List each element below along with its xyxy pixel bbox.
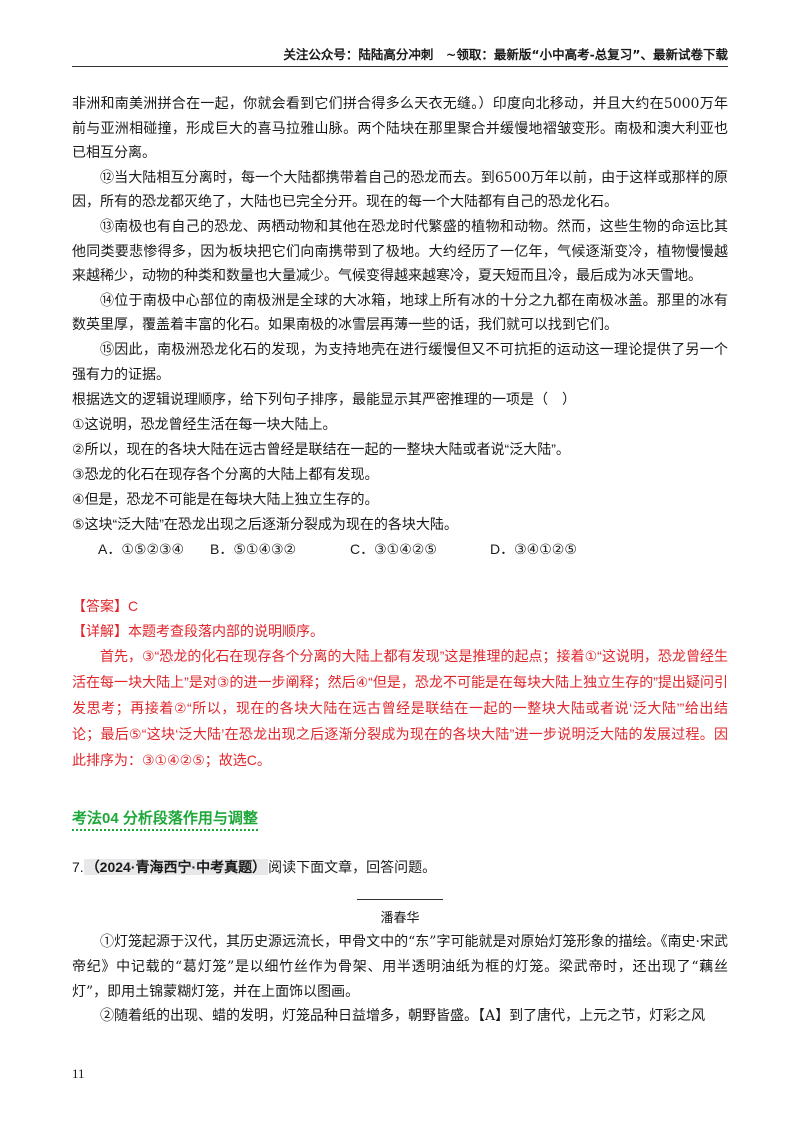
question-number: 7. xyxy=(72,859,84,876)
title-blank xyxy=(357,899,443,901)
header-divider xyxy=(72,66,728,67)
choice-a: A．①⑤②③④ xyxy=(98,541,185,558)
article-author: 潘春华 xyxy=(380,911,420,927)
passage-paragraph: 非洲和南美洲拼合在一起，你就会看到它们拼合得多么天衣无缝。）印度向北移动，并且大… xyxy=(72,96,728,162)
question-stem: 根据选文的逻辑说理顺序，给下列句子排序，最能显示其严密推理的一项是（ ） xyxy=(72,391,576,408)
passage-paragraph-12: ⑫当大陆相互分离时，每一个大陆都携带着自己的恐龙而去。到6500万年以前，由于这… xyxy=(72,169,728,211)
question-instruction: 阅读下面文章，回答问题。 xyxy=(268,859,437,876)
sentence-1: ①这说明，恐龙曾经生活在每一块大陆上。 xyxy=(72,416,337,433)
answer-label: 【答案】C xyxy=(72,598,139,615)
sentence-2: ②所以，现在的各块大陆在远古曾经是联结在一起的一整块大陆或者说“泛大陆”。 xyxy=(72,441,570,458)
answer-choices: A．①⑤②③④ B．⑤①④③② C．③①④②⑤ D．③④①②⑤ xyxy=(72,537,728,562)
article-paragraph-1: ①灯笼起源于汉代，其历史源远流长，甲骨文中的“东”字可能就是对原始灯笼形象的描绘… xyxy=(72,934,728,1000)
page-header: 关注公众号：陆陆高分冲刺 ~领取：最新版“小中高考-总复习”、最新试卷下载 xyxy=(283,47,728,62)
sentence-5: ⑤这块“泛大陆”在恐龙出现之后逐渐分裂成为现在的各块大陆。 xyxy=(72,516,458,533)
sentence-3: ③恐龙的化石在现存各个分离的大陆上都有发现。 xyxy=(72,466,379,483)
detail-label: 【详解】本题考查段落内部的说明顺序。 xyxy=(72,622,324,639)
page-content: 非洲和南美洲拼合在一起，你就会看到它们拼合得多么天衣无缝。）印度向北移动，并且大… xyxy=(72,92,728,1029)
section-title: 考法04 分析段落作用与调整 xyxy=(72,807,258,832)
choice-c: C．③①④②⑤ xyxy=(350,541,437,558)
sentence-4: ④但是，恐龙不可能是在每块大陆上独立生存的。 xyxy=(72,491,379,508)
passage-paragraph-15: ⑮因此，南极洲恐龙化石的发现，为支持地壳在进行缓慢但又不可抗拒的运动这一理论提供… xyxy=(72,341,728,383)
passage-paragraph-14: ⑭位于南极中心部位的南极洲是全球的大冰箱，地球上所有冰的十分之九都在南极冰盖。那… xyxy=(72,292,728,334)
page-number: 11 xyxy=(72,1066,85,1081)
choice-b: B．⑤①④③② xyxy=(210,541,297,558)
choice-d: D．③④①②⑤ xyxy=(490,541,577,558)
question-source: （2024·青海西宁·中考真题） xyxy=(83,859,269,876)
detail-body: 首先，③“恐龙的化石在现存各个分离的大陆上都有发现”这是推理的起点；接着①“这说… xyxy=(72,648,728,769)
article-paragraph-2: ②随着纸的出现、蜡的发明，灯笼品种日益增多，朝野皆盛。【A】到了唐代，上元之节，… xyxy=(100,1008,706,1025)
question-7-header: 7.（2024·青海西宁·中考真题）阅读下面文章，回答问题。 xyxy=(72,855,728,879)
passage-paragraph-13: ⑬南极也有自己的恐龙、两栖动物和其他在恐龙时代繁盛的植物和动物。然而，这些生物的… xyxy=(72,218,728,285)
